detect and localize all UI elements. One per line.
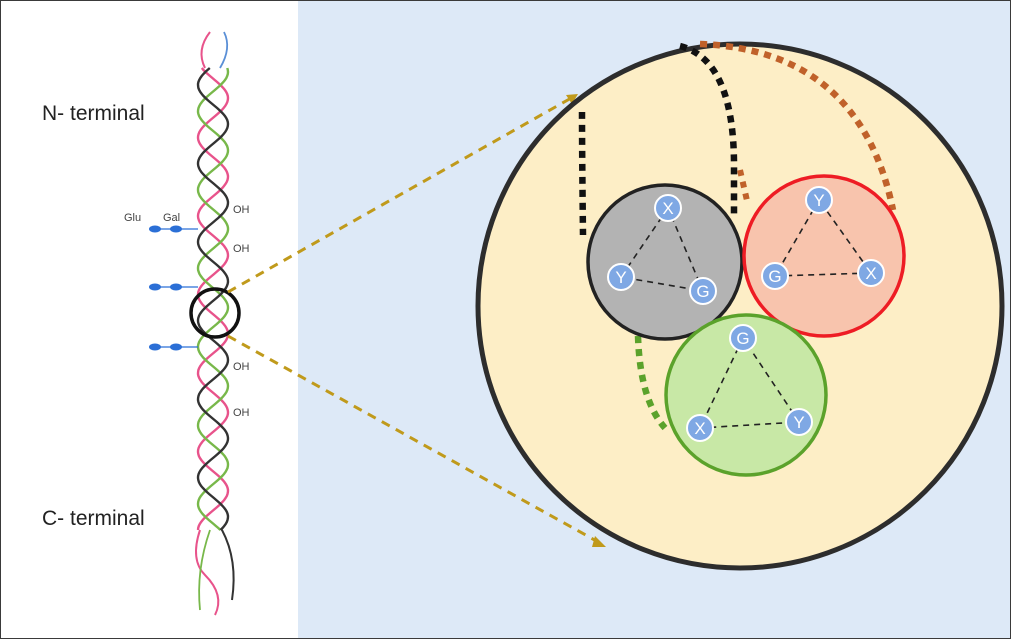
oh-label: OH [233,243,250,255]
green-dotted-strand [634,335,668,431]
residue-letter: G [696,282,709,301]
residue-letter: G [736,329,749,348]
residue-letter: X [865,264,876,283]
gal-label: Gal [163,212,180,224]
zoomed-cross-section [475,41,1005,571]
residue-node [761,262,789,290]
residue-letter: X [662,199,673,218]
oh-label: OH [233,204,250,216]
residue-node [805,186,833,214]
strand-green: G X Y [664,313,828,477]
glu-gal-sugars [149,225,198,351]
helix-end-bottom-black [221,529,235,601]
residue-triangle [619,206,705,293]
strand-red-circle [742,174,906,338]
sugar-dot [149,283,161,291]
residue-node [857,259,885,287]
residue-letter: Y [813,191,824,210]
glu-label: Glu [124,212,141,224]
residue-node [686,414,714,442]
strand-gray: X Y G [586,183,744,341]
n-terminal-label: N- terminal [42,102,145,125]
arrowhead-bottom [592,536,606,547]
residue-letter: G [768,267,781,286]
c-terminal-label: C- terminal [42,507,145,530]
helix-strand-pink [196,67,230,531]
sugar-dot [170,283,182,291]
zoom-leader-bottom [227,334,601,545]
triple-helix [195,31,235,616]
oh-label: OH [233,407,250,419]
strand-cross-sections: X Y G Y G X G X Y [586,174,906,477]
sugar-dot [170,343,182,351]
black-dotted-strand-left [578,111,587,236]
helix-end-bottom-pink [195,529,220,616]
sugar-dot [149,343,161,351]
residue-letter: Y [615,268,626,287]
orange-dotted-strand-short [737,169,751,206]
residue-letter: Y [793,413,804,432]
helix-strand-black [196,67,230,531]
residue-triangle [698,336,801,429]
orange-dotted-strand [699,40,897,211]
residue-node [689,277,717,305]
arrowhead-top [566,94,578,104]
strand-red: Y G X [742,174,906,338]
helix-end-bottom-green [198,529,211,611]
helix-end-top-blue [219,31,229,69]
helix-end-top-pink [200,31,211,69]
residue-node [607,263,635,291]
residue-node [654,194,682,222]
helix-strand-green [196,67,230,531]
zoom-leader-top [227,95,574,294]
residue-letter: X [694,419,705,438]
sugar-dot [170,225,182,233]
residue-node [729,324,757,352]
black-dotted-strand-right [679,42,738,215]
sugar-dot [149,225,161,233]
residue-node [785,408,813,436]
oh-label: OH [233,361,250,373]
magnifier-ring [189,287,241,339]
residue-triangle [773,198,873,277]
